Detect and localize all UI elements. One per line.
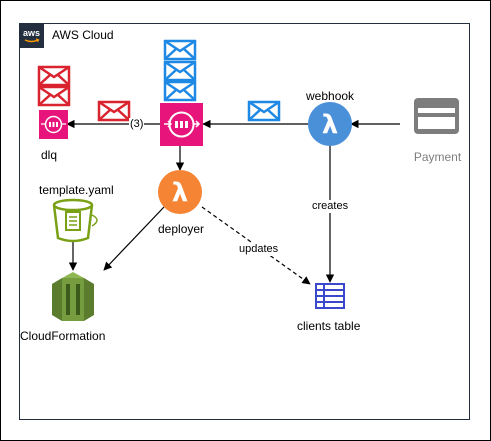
edge-creates-label: creates [311,200,350,213]
mail-stack-dlq-icon [37,65,71,107]
aws-logo-icon: aws [19,23,44,48]
payment-label: Payment [413,150,462,164]
edge-dlq-label: (3) [129,118,145,131]
svg-text:λ: λ [322,110,338,140]
dynamodb-table-icon [315,283,345,309]
aws-logo-text: aws [23,28,40,38]
aws-cloud-group [19,23,470,420]
cloudformation-label: CloudFormation [20,329,106,343]
edge-updates-label: updates [238,243,280,256]
edge-deployer-to-cloudformation [103,206,165,271]
payment-card-icon [414,98,459,134]
sqs-queue-icon [160,103,203,146]
mail-to-dlq-icon [97,100,131,122]
mail-from-webhook-icon [247,100,281,122]
webhook-lambda-icon: λ [308,102,352,146]
template-label: template.yaml [39,183,114,197]
deployer-lambda-icon: λ [158,170,202,214]
dlq-label: dlq [41,148,58,162]
webhook-label: webhook [306,89,355,103]
deployer-label: deployer [158,222,205,236]
clients-table-label: clients table [297,319,361,333]
cloudformation-icon [52,272,94,321]
aws-cloud-title: AWS Cloud [52,28,114,42]
s3-bucket-icon [52,198,98,243]
mail-stack-queue-icon [163,39,197,102]
svg-text:λ: λ [172,178,188,208]
edges [66,119,400,285]
sqs-dlq-icon [39,110,68,139]
